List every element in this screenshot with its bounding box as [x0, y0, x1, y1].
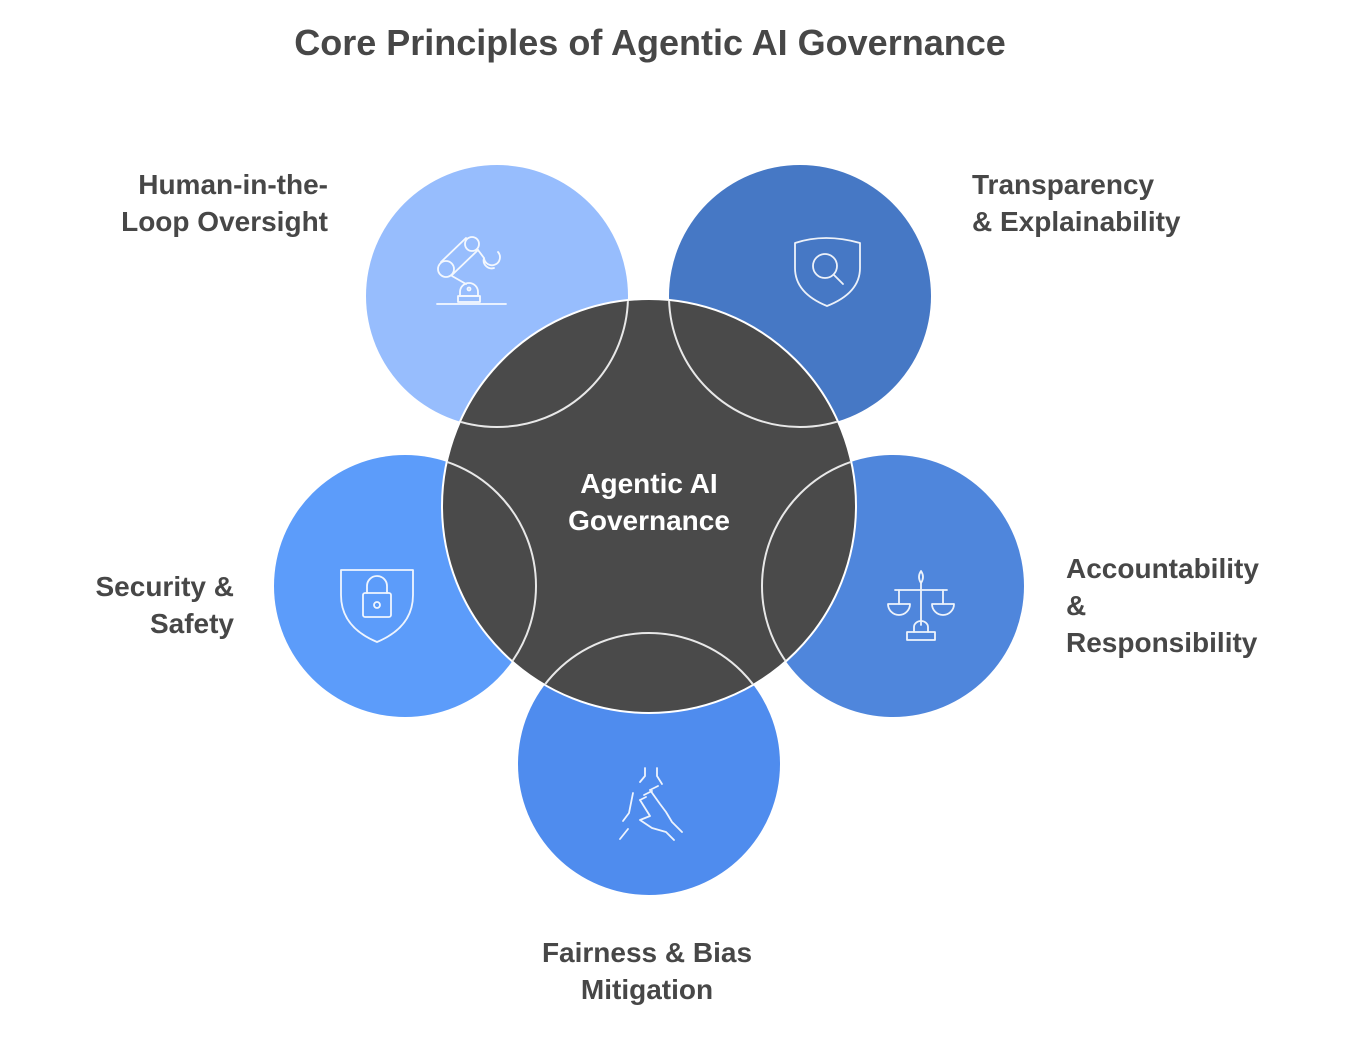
label-human-loop: Human-in-the- Loop Oversight: [100, 166, 328, 240]
label-line: Mitigation: [580, 974, 714, 1005]
center-circle: [441, 298, 857, 714]
label-line: Safety: [149, 608, 234, 639]
label-line: & Explainability: [972, 206, 1181, 237]
center-label: Agentic AI Governance: [500, 465, 798, 539]
label-line: Responsibility: [1066, 627, 1258, 658]
robot-arm-icon: [436, 236, 507, 305]
label-transparency: Transparency & Explainability: [972, 166, 1181, 240]
diagram-title: Core Principles of Agentic AI Governance: [294, 22, 1006, 63]
shield-search-icon: [794, 237, 861, 307]
label-security: Security & Safety: [40, 568, 235, 642]
label-line: Human-in-the-: [138, 169, 328, 200]
label-line: Accountability: [1066, 553, 1259, 584]
label-line: &: [1066, 590, 1087, 621]
overlap-arcs: [443, 300, 855, 712]
scales-icon: [887, 570, 955, 641]
helping-hand-icon: [619, 767, 683, 841]
label-line: Loop Oversight: [121, 206, 328, 237]
label-line: Security &: [95, 571, 235, 602]
label-fairness: Fairness & Bias Mitigation: [497, 934, 797, 1008]
label-line: Fairness & Bias: [541, 937, 753, 968]
label-line: Transparency: [972, 169, 1155, 200]
label-accountability: Accountability & Responsibility: [1066, 550, 1259, 661]
center-label-line1: Agentic AI: [580, 468, 718, 499]
center-label-line2: Governance: [568, 505, 730, 536]
shield-lock-icon: [340, 569, 414, 643]
